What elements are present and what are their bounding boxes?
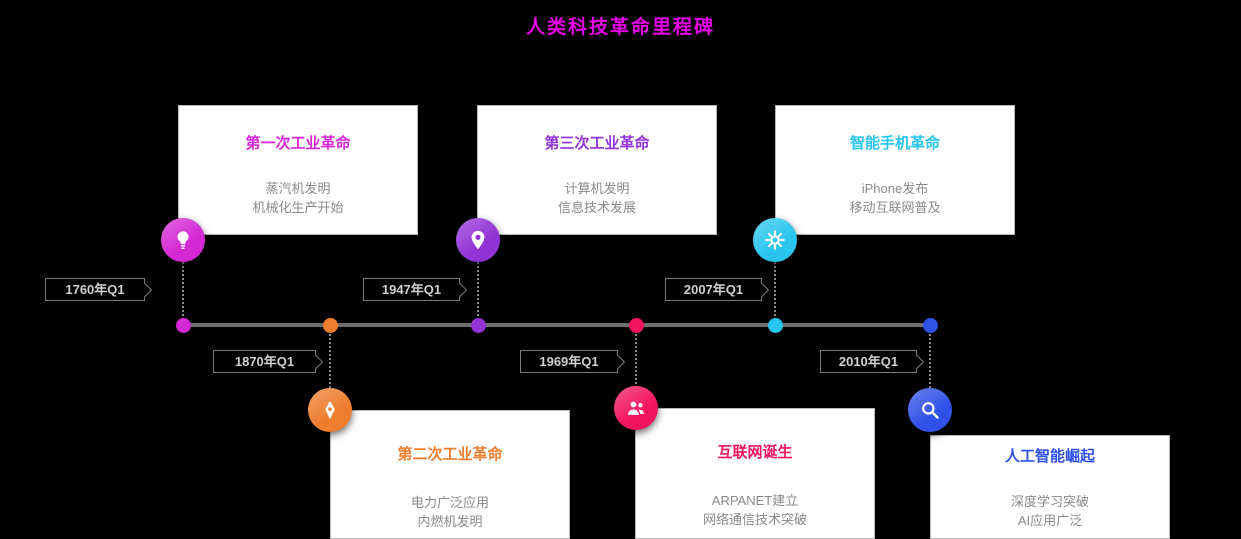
page-title: 人类科技革命里程碑 (525, 17, 715, 38)
date-callout: 1870年Q1 (213, 350, 316, 373)
connector-line (182, 262, 184, 316)
milestone-card: 人工智能崛起 深度学习突破 AI应用广泛 (930, 435, 1170, 539)
date-callout: 2007年Q1 (665, 278, 762, 301)
date-callout: 1969年Q1 (520, 350, 618, 373)
date-callout: 2010年Q1 (820, 350, 917, 373)
timeline-axis (183, 323, 930, 327)
milestone-description: 计算机发明 信息技术发展 (478, 179, 716, 217)
timeline-dot (323, 318, 338, 333)
date-text: 2010年Q1 (838, 354, 899, 369)
people-icon (627, 401, 645, 415)
milestone-description-line: 电力广泛应用 (410, 495, 489, 510)
milestone-title: 第二次工业革命 (397, 446, 503, 463)
milestone-description-line: 信息技术发展 (557, 200, 636, 215)
milestone-card: 互联网诞生 ARPANET建立 网络通信技术突破 (635, 408, 875, 539)
milestone-title: 第三次工业革命 (544, 135, 650, 152)
milestone-description-line: 计算机发明 (564, 181, 630, 196)
timeline-dot (629, 318, 644, 333)
date-callout: 1947年Q1 (363, 278, 460, 301)
timeline-dot (471, 318, 486, 333)
date-text: 1969年Q1 (539, 354, 599, 369)
milestone-description-line: 机械化生产开始 (252, 200, 344, 215)
timeline-dot (923, 318, 938, 333)
milestone-title: 第一次工业革命 (245, 135, 351, 152)
connector-line (477, 262, 479, 316)
pen-icon (325, 400, 335, 420)
lightbulb-icon (177, 231, 189, 249)
milestone-node-badge (908, 388, 952, 432)
milestone-node-badge (308, 388, 352, 432)
milestone-card: 第三次工业革命 计算机发明 信息技术发展 (477, 105, 717, 235)
milestone-description-line: 内燃机发明 (417, 514, 483, 529)
milestone-description-line: 移动互联网普及 (849, 200, 941, 215)
connector-line (929, 334, 931, 388)
milestone-card: 第一次工业革命 蒸汽机发明 机械化生产开始 (178, 105, 418, 235)
milestone-node-badge (614, 386, 658, 430)
milestone-description: 深度学习突破 AI应用广泛 (931, 492, 1169, 530)
milestone-description-line: ARPANET建立 (711, 493, 799, 508)
location-pin-icon (471, 230, 485, 250)
connector-line (329, 334, 331, 388)
milestone-node-badge (161, 218, 205, 262)
milestone-description: iPhone发布 移动互联网普及 (776, 179, 1014, 217)
timeline-dot (176, 318, 191, 333)
milestone-node-badge (456, 218, 500, 262)
connector-line (635, 334, 637, 388)
milestone-description: 电力广泛应用 内燃机发明 (331, 493, 569, 531)
gear-icon (765, 230, 785, 250)
milestone-title: 人工智能崛起 (1004, 448, 1095, 465)
milestone-description-line: 蒸汽机发明 (265, 181, 331, 196)
date-text: 1870年Q1 (234, 354, 295, 369)
milestone-card: 智能手机革命 iPhone发布 移动互联网普及 (775, 105, 1015, 235)
milestone-node-badge (753, 218, 797, 262)
milestone-description-line: iPhone发布 (861, 181, 929, 196)
milestone-description: ARPANET建立 网络通信技术突破 (636, 491, 874, 529)
milestone-description-line: AI应用广泛 (1017, 513, 1083, 528)
timeline-dot (768, 318, 783, 333)
date-text: 2007年Q1 (683, 282, 744, 297)
date-callout: 1760年Q1 (45, 278, 145, 301)
milestone-title: 智能手机革命 (849, 135, 940, 152)
date-text: 1760年Q1 (65, 282, 125, 297)
milestone-description-line: 深度学习突破 (1010, 494, 1089, 509)
milestone-description-line: 网络通信技术突破 (702, 512, 807, 527)
date-text: 1947年Q1 (381, 282, 442, 297)
milestone-title: 互联网诞生 (717, 444, 793, 461)
milestone-description: 蒸汽机发明 机械化生产开始 (179, 179, 417, 217)
milestone-card: 第二次工业革命 电力广泛应用 内燃机发明 (330, 410, 570, 539)
search-icon (922, 402, 939, 419)
connector-line (774, 262, 776, 316)
